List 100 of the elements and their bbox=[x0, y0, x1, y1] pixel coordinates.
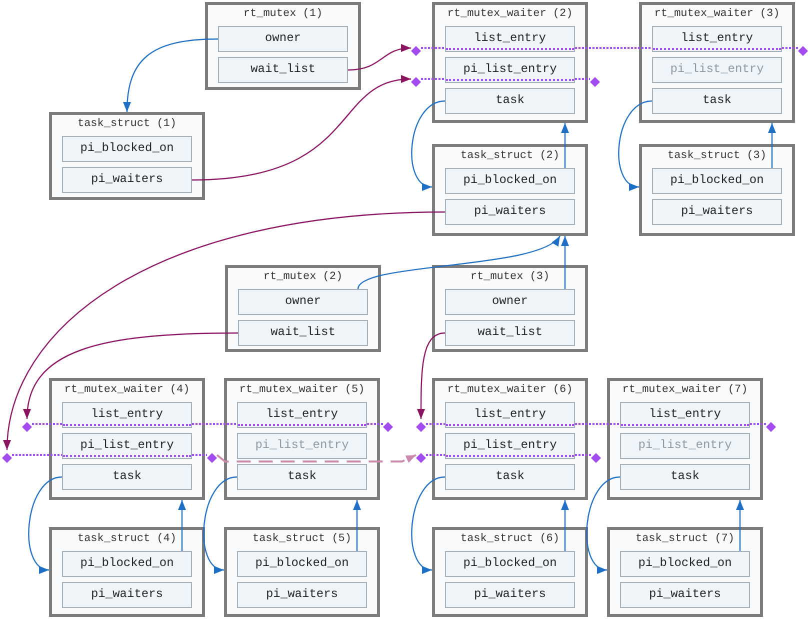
struct-title: task_struct (4) bbox=[76, 532, 178, 546]
dashed-arrow bbox=[216, 454, 416, 463]
struct-box bbox=[607, 378, 763, 500]
list-node-diamond bbox=[22, 419, 32, 429]
struct-title: task_struct (6) bbox=[459, 532, 561, 546]
struct-field: pi_blocked_on bbox=[445, 551, 575, 577]
struct-box bbox=[607, 527, 763, 617]
struct-field: pi_list_entry bbox=[62, 433, 192, 459]
struct-box bbox=[432, 144, 588, 236]
pointer-arrow bbox=[192, 76, 412, 181]
pointer-arrow bbox=[353, 500, 361, 551]
struct-field: pi_list_entry bbox=[620, 433, 750, 459]
struct-field: pi_blocked_on bbox=[620, 551, 750, 577]
pointer-arrow bbox=[28, 476, 62, 572]
struct-box bbox=[49, 527, 205, 617]
dotted-list-link bbox=[12, 454, 62, 456]
dotted-list-link bbox=[421, 47, 445, 49]
struct-field: pi_waiters bbox=[445, 582, 575, 608]
pointer-arrow bbox=[357, 236, 560, 290]
pointer-arrow bbox=[411, 100, 446, 189]
struct-field: list_entry bbox=[445, 402, 575, 428]
struct-title: task_struct (1) bbox=[76, 117, 178, 131]
struct-title: rt_mutex_waiter (2) bbox=[446, 7, 574, 21]
pointer-arrow bbox=[24, 332, 238, 420]
struct-title: task_struct (5) bbox=[251, 532, 353, 546]
pointer-arrow bbox=[417, 332, 446, 419]
struct-field: pi_list_entry bbox=[237, 433, 367, 459]
struct-field: pi_waiters bbox=[445, 199, 575, 225]
list-node-diamond bbox=[591, 450, 601, 460]
struct-field: pi_list_entry bbox=[445, 433, 575, 459]
pointer-arrow bbox=[768, 123, 776, 168]
dotted-list-link bbox=[575, 78, 590, 80]
struct-field: list_entry bbox=[62, 402, 192, 428]
struct-title: rt_mutex_waiter (3) bbox=[653, 7, 781, 21]
pointer-arrow bbox=[4, 211, 446, 450]
list-node-diamond bbox=[798, 43, 808, 53]
dotted-list-link bbox=[426, 423, 445, 425]
struct-field: pi_waiters bbox=[62, 167, 192, 193]
list-node-diamond bbox=[383, 419, 393, 429]
list-node-diamond bbox=[416, 419, 426, 429]
pointer-arrow bbox=[178, 500, 186, 551]
struct-field: wait_list bbox=[445, 320, 575, 346]
list-node-diamond bbox=[590, 74, 600, 84]
dotted-list-link bbox=[782, 47, 798, 49]
struct-field: task bbox=[620, 464, 750, 490]
list-node-diamond bbox=[416, 450, 426, 460]
struct-box bbox=[49, 378, 205, 500]
struct-field: pi_list_entry bbox=[445, 57, 575, 83]
struct-title: rt_mutex (2) bbox=[262, 270, 344, 284]
pointer-arrow bbox=[618, 100, 652, 189]
struct-box bbox=[224, 527, 380, 617]
struct-field: pi_waiters bbox=[620, 582, 750, 608]
dotted-list-link bbox=[750, 423, 766, 425]
struct-box bbox=[49, 112, 205, 200]
struct-field: task bbox=[652, 88, 782, 114]
struct-field: task bbox=[445, 464, 575, 490]
struct-box bbox=[205, 2, 361, 90]
dotted-list-link bbox=[32, 423, 62, 425]
struct-field: pi_waiters bbox=[652, 199, 782, 225]
struct-field: wait_list bbox=[238, 320, 368, 346]
list-node-diamond bbox=[207, 450, 217, 460]
struct-field: pi_blocked_on bbox=[62, 551, 192, 577]
struct-box bbox=[432, 527, 588, 617]
struct-title: rt_mutex_waiter (6) bbox=[446, 383, 574, 397]
struct-title: task_struct (3) bbox=[666, 149, 768, 163]
struct-field: owner bbox=[218, 26, 348, 52]
pointer-arrow bbox=[411, 476, 446, 572]
pointer-arrow bbox=[348, 44, 412, 71]
struct-box bbox=[432, 265, 588, 352]
dotted-list-link bbox=[426, 454, 445, 456]
dotted-list-link bbox=[192, 423, 237, 425]
struct-box bbox=[639, 2, 795, 123]
struct-field: owner bbox=[445, 289, 575, 315]
pointer-arrow bbox=[561, 123, 569, 168]
struct-field: list_entry bbox=[445, 26, 575, 52]
struct-title: rt_mutex_waiter (7) bbox=[621, 383, 749, 397]
struct-box bbox=[432, 378, 588, 500]
list-node-diamond bbox=[766, 419, 776, 429]
struct-title: task_struct (7) bbox=[634, 532, 736, 546]
list-node-diamond bbox=[2, 450, 12, 460]
pointer-arrow bbox=[586, 476, 620, 572]
pointer-arrow bbox=[561, 500, 569, 551]
struct-field: owner bbox=[238, 289, 368, 315]
struct-field: pi_blocked_on bbox=[237, 551, 367, 577]
struct-field: pi_list_entry bbox=[652, 57, 782, 83]
pointer-arrow bbox=[561, 236, 569, 289]
pointer-arrow bbox=[203, 476, 238, 572]
struct-title: task_struct (2) bbox=[459, 149, 561, 163]
list-node-diamond bbox=[411, 74, 421, 84]
struct-box bbox=[224, 378, 380, 500]
dotted-list-link bbox=[421, 78, 445, 80]
pointer-arrow bbox=[123, 38, 218, 112]
struct-field: wait_list bbox=[218, 57, 348, 83]
struct-field: task bbox=[445, 88, 575, 114]
struct-title: rt_mutex_waiter (4) bbox=[63, 383, 191, 397]
struct-field: pi_blocked_on bbox=[652, 168, 782, 194]
struct-title: rt_mutex (1) bbox=[242, 7, 324, 21]
struct-box bbox=[432, 2, 588, 123]
struct-field: pi_blocked_on bbox=[62, 136, 192, 162]
struct-box bbox=[225, 265, 381, 352]
